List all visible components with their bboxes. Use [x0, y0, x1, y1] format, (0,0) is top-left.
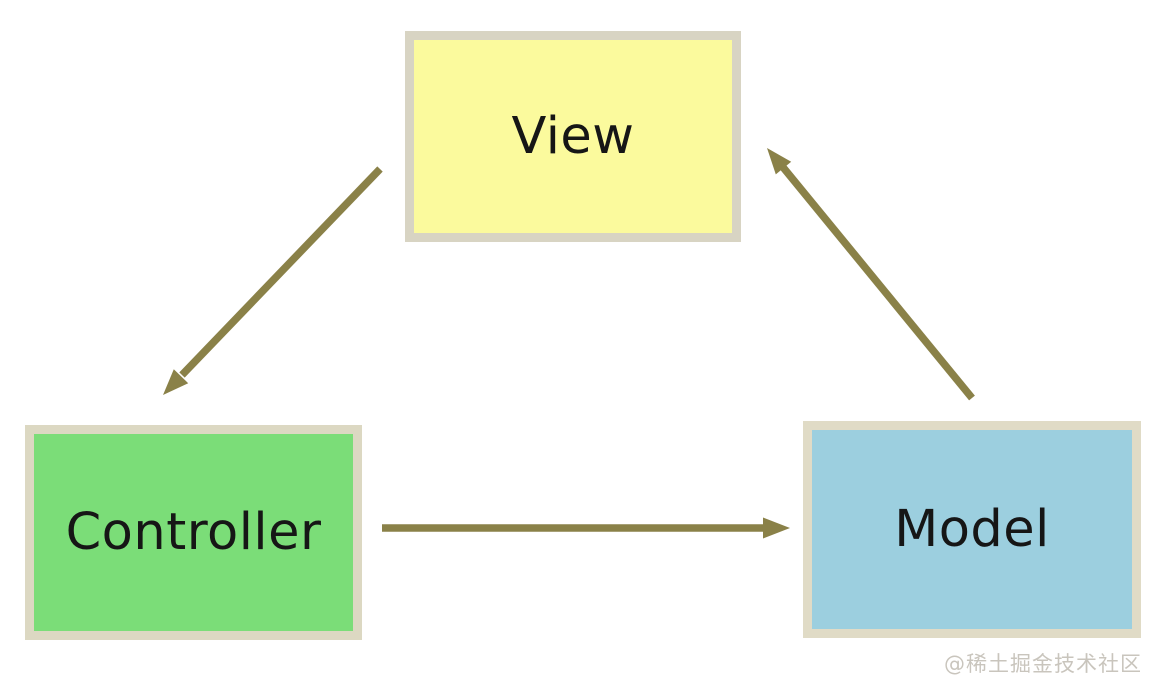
arrow-model-to-view-head: [767, 148, 792, 175]
node-controller-label: Controller: [65, 503, 322, 562]
node-model-label: Model: [894, 500, 1050, 559]
watermark: @稀土掘金技术社区: [944, 652, 1142, 676]
arrow-controller-to-model-head: [763, 517, 790, 539]
node-model: Model: [803, 421, 1141, 638]
arrow-controller-to-model: [382, 517, 790, 539]
arrow-view-to-controller-head: [163, 369, 189, 395]
node-view: View: [405, 31, 741, 242]
arrow-model-to-view-shaft: [779, 163, 975, 401]
arrow-view-to-controller: [163, 166, 383, 395]
arrow-model-to-view: [767, 148, 975, 401]
node-controller: Controller: [25, 425, 362, 640]
arrow-view-to-controller-shaft: [179, 166, 383, 378]
node-view-label: View: [511, 107, 635, 166]
